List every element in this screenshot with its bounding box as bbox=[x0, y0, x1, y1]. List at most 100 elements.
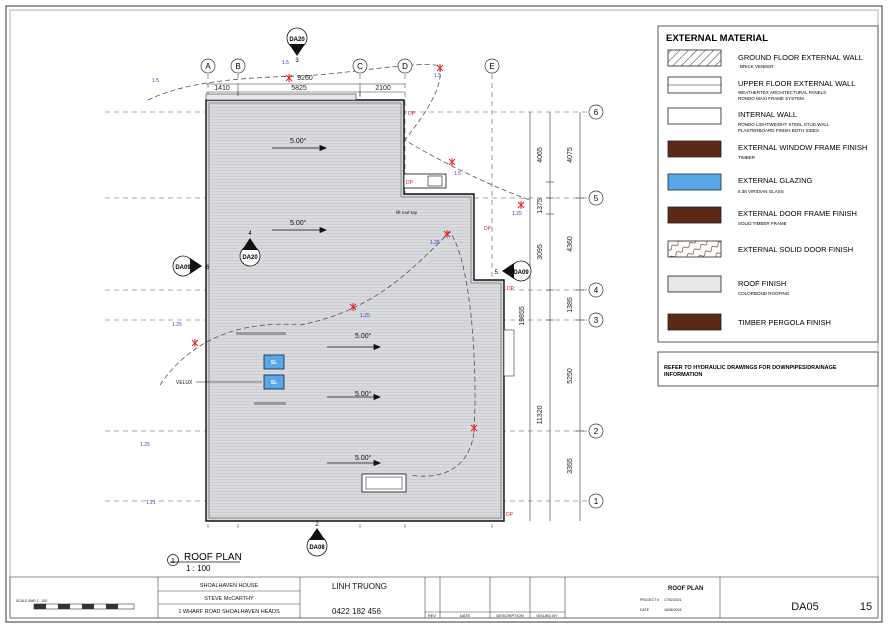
designer-phone: 0422 182 456 bbox=[332, 607, 381, 616]
svg-text:1.5: 1.5 bbox=[434, 73, 441, 79]
dim-right-inner-2: 4360 bbox=[567, 236, 574, 252]
dim-top-3: 2100 bbox=[375, 85, 391, 92]
fall-label: 5.00° bbox=[290, 219, 307, 227]
svg-text:DA09: DA09 bbox=[513, 270, 529, 276]
drain-marker bbox=[285, 74, 293, 82]
svg-text:DP: DP bbox=[484, 226, 492, 232]
fall-arrows bbox=[272, 144, 382, 467]
svg-text:1.21: 1.21 bbox=[146, 500, 156, 506]
plan-scale: 1 : 100 bbox=[186, 564, 211, 573]
svg-text:D: D bbox=[402, 62, 408, 71]
dim-right-inner-3: 1385 bbox=[567, 297, 574, 313]
grid-bubble-a: A bbox=[200, 58, 216, 74]
project-name: SHOALHAVEN HOUSE bbox=[200, 583, 259, 589]
swatch-glazing bbox=[667, 173, 722, 191]
swatch-solid-door bbox=[667, 240, 722, 258]
svg-text:RONDO MAXI FRAME SYSTEM: RONDO MAXI FRAME SYSTEM bbox=[738, 96, 804, 101]
legend-swatches bbox=[667, 49, 722, 331]
svg-text:TIMBER PERGOLA FINISH: TIMBER PERGOLA FINISH bbox=[738, 318, 831, 327]
svg-text:1.25: 1.25 bbox=[172, 322, 182, 328]
svg-text:DP: DP bbox=[406, 180, 414, 186]
svg-text:DP: DP bbox=[408, 111, 416, 117]
section-marker-bottom: DA08 2 bbox=[306, 522, 328, 557]
dim-right-inner-4: 5250 bbox=[567, 368, 574, 384]
svg-text:EXTERNAL GLAZING: EXTERNAL GLAZING bbox=[738, 176, 812, 185]
svg-text:A: A bbox=[205, 62, 211, 71]
drain-marker bbox=[470, 424, 478, 432]
svg-text:1.25: 1.25 bbox=[430, 240, 440, 246]
site-address: 1 WHARF ROAD SHOALHAVEN HEADS bbox=[178, 609, 280, 615]
fall-arrow-head bbox=[319, 226, 328, 234]
gutter-strip bbox=[205, 93, 357, 101]
grid-bubbles: A B C D E 6 5 4 3 2 1 bbox=[200, 58, 604, 509]
section-marker-right: DA09 5 bbox=[495, 260, 532, 282]
fall-arrow-head bbox=[373, 393, 382, 401]
fall-label: 5.00° bbox=[355, 454, 372, 462]
svg-text:EXTERNAL SOLID DOOR FINISH: EXTERNAL SOLID DOOR FINISH bbox=[738, 245, 853, 254]
svg-text:3: 3 bbox=[594, 316, 599, 325]
drain-markers bbox=[191, 64, 525, 432]
dim-overall: 19855 bbox=[519, 306, 526, 326]
fall-label: 5.00° bbox=[355, 390, 372, 398]
section-marker-top: DA20 3 bbox=[286, 27, 308, 64]
title-block-frame bbox=[9, 576, 879, 619]
contour-labels: 1.5 1.5 1.5 1.5 1.25 1.25 1.25 1.25 1.25… bbox=[140, 60, 522, 506]
swatch-window-frame bbox=[667, 140, 722, 158]
svg-text:1.5: 1.5 bbox=[282, 60, 289, 66]
svg-text:EXTERNAL DOOR FRAME FINISH: EXTERNAL DOOR FRAME FINISH bbox=[738, 209, 857, 218]
grid-bubble-6: 6 bbox=[588, 104, 604, 120]
drain-marker bbox=[436, 64, 444, 72]
fall-arrow-head bbox=[319, 144, 328, 152]
svg-text:1.25: 1.25 bbox=[140, 442, 150, 448]
revision-number: 15 bbox=[860, 601, 872, 613]
drain-marker bbox=[443, 230, 451, 238]
svg-text:DA20: DA20 bbox=[289, 37, 305, 43]
svg-text:6: 6 bbox=[594, 108, 599, 117]
svg-text:1: 1 bbox=[594, 497, 599, 506]
svg-text:3: 3 bbox=[295, 58, 299, 64]
issue-date: 18/06/2024 bbox=[664, 608, 682, 612]
svg-text:SL: SL bbox=[271, 380, 277, 386]
svg-text:1.25: 1.25 bbox=[360, 313, 370, 319]
grid-bubble-d: D bbox=[397, 58, 413, 74]
sheet-number: DA05 bbox=[791, 601, 819, 613]
svg-text:DA20: DA20 bbox=[242, 255, 258, 261]
svg-text:2: 2 bbox=[594, 427, 599, 436]
dimension-texts: 9260 1410 5825 2100 4065 1375 3095 11320… bbox=[214, 75, 574, 474]
section-marker-mid: DA20 4 bbox=[239, 231, 261, 267]
downpipe-labels: DP DP DP DP DP bbox=[406, 111, 515, 518]
swatch-pergola bbox=[667, 313, 722, 331]
grid-bubble-2: 2 bbox=[588, 423, 604, 439]
velux-label: VELUX bbox=[176, 380, 193, 386]
plan-title: ROOF PLAN bbox=[184, 552, 242, 563]
svg-text:BRICK VENEER: BRICK VENEER bbox=[740, 64, 774, 69]
bottom-box-inner bbox=[365, 476, 403, 490]
fall-label: 5.00° bbox=[290, 137, 307, 145]
svg-text:ROOF FINISH: ROOF FINISH bbox=[738, 279, 786, 288]
grid-bubble-5: 5 bbox=[588, 190, 604, 206]
grid-bubble-3: 3 bbox=[588, 312, 604, 328]
side-plank bbox=[503, 329, 515, 377]
legend-items: GROUND FLOOR EXTERNAL WALL BRICK VENEER … bbox=[738, 53, 867, 327]
svg-text:COLORBOND ROOFING: COLORBOND ROOFING bbox=[738, 291, 790, 296]
sheet-name: ROOF PLAN bbox=[668, 586, 703, 592]
svg-text:SOLID TIMBER FRAME: SOLID TIMBER FRAME bbox=[738, 221, 787, 226]
dim-right-outer-2: 1375 bbox=[537, 198, 544, 214]
dim-top-total: 9260 bbox=[297, 75, 313, 82]
drain-marker bbox=[349, 303, 357, 311]
date-label: DATE bbox=[640, 608, 650, 612]
svg-text:C: C bbox=[357, 62, 363, 71]
hydraulic-note-line1: REFER TO HYDRAULIC DRAWINGS FOR DOWNPIPE… bbox=[664, 365, 837, 371]
svg-text:WEATHERTEX ARCHITECTURAL PANEL: WEATHERTEX ARCHITECTURAL PANELS bbox=[738, 90, 826, 95]
scale-bar bbox=[33, 603, 135, 610]
svg-text:5: 5 bbox=[594, 194, 599, 203]
plan-number: 1 bbox=[171, 558, 175, 565]
rev-header: REV bbox=[428, 613, 437, 618]
svg-text:SL: SL bbox=[271, 360, 277, 366]
svg-text:4: 4 bbox=[248, 231, 252, 237]
roof-box-inner bbox=[427, 175, 443, 187]
svg-text:DP: DP bbox=[506, 512, 514, 518]
swatch-ground-floor-wall bbox=[667, 49, 722, 67]
drain-marker bbox=[517, 201, 525, 209]
